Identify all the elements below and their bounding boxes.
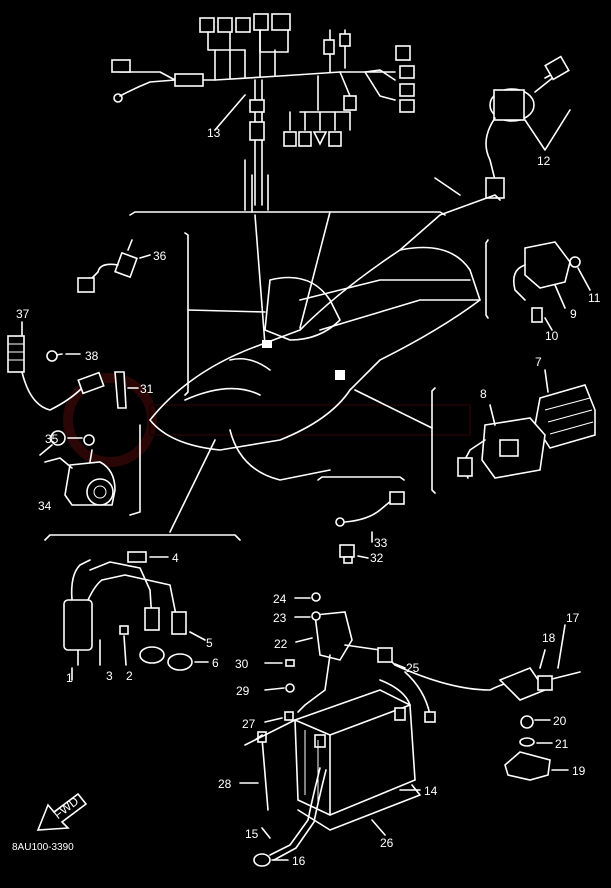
part-23-24: 24 23 xyxy=(273,592,321,625)
label-8: 8 xyxy=(480,387,487,401)
right-bracket-lower xyxy=(431,387,436,494)
part-15-cable: 15 xyxy=(245,767,327,861)
cdi-leader xyxy=(129,424,141,516)
part-4-clamp: 4 xyxy=(127,551,179,565)
part-8-ignition-coil-box: 8 xyxy=(457,387,546,479)
label-37: 37 xyxy=(16,307,30,321)
part-28-rod: 28 xyxy=(218,731,269,811)
part-29-nut: 29 xyxy=(236,683,295,698)
label-31: 31 xyxy=(140,382,154,396)
label-29: 29 xyxy=(236,684,250,698)
part-2-3-fasteners: 3 2 xyxy=(99,625,133,683)
left-bracket-leader xyxy=(187,309,266,313)
part-33-lead: 33 xyxy=(335,491,405,550)
label-11: 11 xyxy=(588,291,601,305)
part-37-relay: 37 38 xyxy=(7,307,105,411)
label-24: 24 xyxy=(273,592,287,606)
part-22-holder: 22 xyxy=(274,611,396,713)
harness-bracket xyxy=(129,211,446,216)
label-20: 20 xyxy=(553,714,567,728)
label-33: 33 xyxy=(374,536,388,550)
part-27-bolt: 27 xyxy=(242,711,294,731)
label-10: 10 xyxy=(545,329,559,343)
part-5-spark-plug-leads: 5 xyxy=(89,561,213,650)
label-17: 17 xyxy=(566,611,580,625)
left-bracket xyxy=(184,232,189,396)
label-6: 6 xyxy=(212,656,219,670)
coil-bracket-leader xyxy=(169,439,216,533)
label-12: 12 xyxy=(537,154,551,168)
label-36: 36 xyxy=(153,249,167,263)
snowmobile-body xyxy=(149,177,501,481)
watermark-logo xyxy=(63,373,471,467)
label-30: 30 xyxy=(235,657,249,671)
part-1-ignition-coil: 1 xyxy=(63,559,103,685)
label-5: 5 xyxy=(206,636,213,650)
label-7: 7 xyxy=(535,355,542,369)
label-15: 15 xyxy=(245,827,259,841)
document-code: 8AU100-3390 xyxy=(12,842,74,853)
label-4: 4 xyxy=(172,551,179,565)
right-bracket-upper xyxy=(485,239,489,319)
label-22: 22 xyxy=(274,637,288,651)
part-7-rectifier: 7 xyxy=(534,355,596,449)
wire-harness: 13 xyxy=(111,13,415,213)
part-36-switch: 36 xyxy=(77,239,167,293)
part-16-cap: 16 xyxy=(253,853,306,868)
label-2: 2 xyxy=(126,669,133,683)
forward-arrow-icon: FWD xyxy=(36,792,88,831)
label-34: 34 xyxy=(38,499,52,513)
part-14-battery: 14 xyxy=(294,689,438,816)
label-13: 13 xyxy=(207,126,221,140)
sensor-bracket xyxy=(317,476,405,481)
label-35: 35 xyxy=(45,432,59,446)
label-1: 1 xyxy=(66,671,73,685)
label-32: 32 xyxy=(370,551,384,565)
part-32-sensor: 32 xyxy=(339,544,384,565)
label-3: 3 xyxy=(106,669,113,683)
main-switch: 12 xyxy=(485,55,571,199)
label-9: 9 xyxy=(570,307,577,321)
label-26: 26 xyxy=(380,836,394,850)
coil-bracket xyxy=(44,534,241,541)
part-6-caps: 6 xyxy=(139,646,219,671)
battery-leader xyxy=(244,719,296,746)
part-31-plate: 31 xyxy=(114,371,154,409)
label-16: 16 xyxy=(292,854,306,868)
right-bracket-leader xyxy=(354,389,433,429)
part-17-18-fuse: 18 17 xyxy=(394,611,581,701)
part-19-21-terminal: 20 21 19 xyxy=(504,714,586,781)
part-9-regulator: 11 10 9 xyxy=(512,241,601,343)
label-18: 18 xyxy=(542,631,556,645)
label-21: 21 xyxy=(555,737,569,751)
label-23: 23 xyxy=(273,611,287,625)
part-34-cdi-magneto: 34 35 xyxy=(38,430,116,513)
part-30-washer: 30 xyxy=(235,657,295,671)
label-28: 28 xyxy=(218,777,232,791)
label-19: 19 xyxy=(572,764,586,778)
label-38: 38 xyxy=(85,349,99,363)
label-27: 27 xyxy=(242,717,256,731)
label-14: 14 xyxy=(424,784,438,798)
